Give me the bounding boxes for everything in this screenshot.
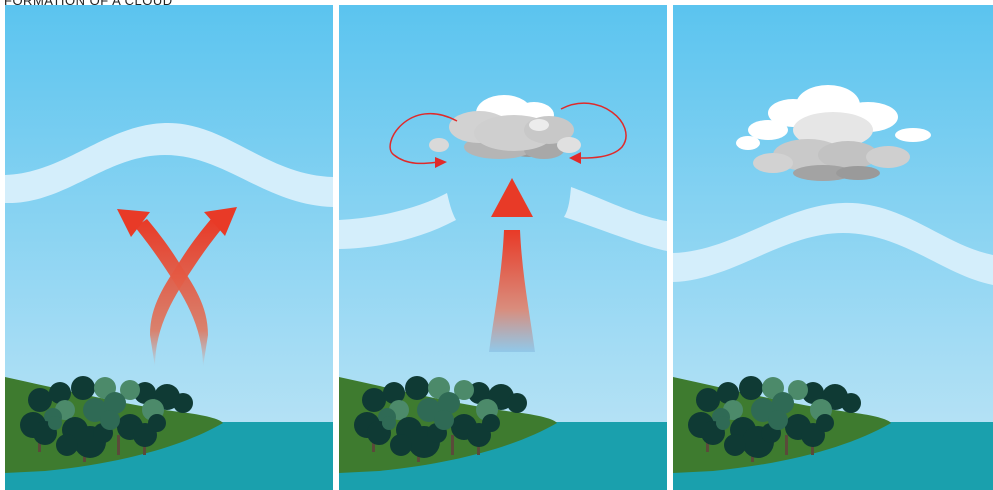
stage-2-panel (339, 5, 667, 490)
stage-1-panel (5, 5, 333, 490)
stage-3-panel (673, 5, 993, 490)
